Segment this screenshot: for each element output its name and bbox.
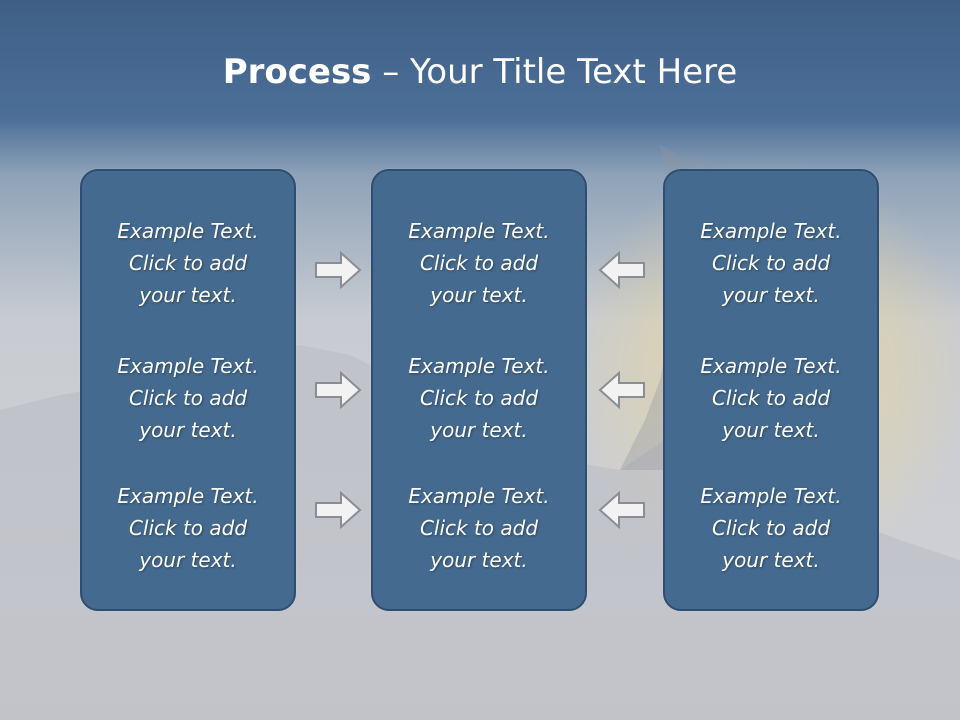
text-line: Click to add [711, 516, 831, 540]
text-block[interactable]: Example Text. Click to add your text. [82, 350, 294, 446]
text-block[interactable]: Example Text. Click to add your text. [373, 480, 585, 576]
right-arrow-icon [315, 490, 362, 530]
text-line: Example Text. [700, 484, 842, 508]
slide-title[interactable]: Process – Your Title Text Here [0, 52, 960, 92]
text-block[interactable]: Example Text. Click to add your text. [373, 350, 585, 446]
text-line: Example Text. [117, 219, 259, 243]
text-line: your text. [430, 283, 528, 307]
panel-right[interactable]: Example Text. Click to add your text. Ex… [663, 169, 879, 611]
text-line: Example Text. [408, 219, 550, 243]
text-line: your text. [139, 548, 237, 572]
title-bar [0, 0, 960, 130]
text-block[interactable]: Example Text. Click to add your text. [82, 215, 294, 311]
title-rest: – Your Title Text Here [371, 52, 738, 92]
text-line: Example Text. [117, 354, 259, 378]
text-line: your text. [722, 418, 820, 442]
left-arrow-icon [598, 490, 645, 530]
text-line: Example Text. [408, 484, 550, 508]
right-arrow-icon [315, 250, 362, 290]
title-bold: Process [222, 52, 372, 92]
text-line: Example Text. [408, 354, 550, 378]
text-line: Example Text. [700, 354, 842, 378]
text-line: your text. [430, 548, 528, 572]
text-block[interactable]: Example Text. Click to add your text. [665, 215, 877, 311]
text-block[interactable]: Example Text. Click to add your text. [373, 215, 585, 311]
text-block[interactable]: Example Text. Click to add your text. [665, 350, 877, 446]
panel-left[interactable]: Example Text. Click to add your text. Ex… [80, 169, 296, 611]
text-line: Click to add [128, 386, 248, 410]
text-line: your text. [139, 418, 237, 442]
text-block[interactable]: Example Text. Click to add your text. [665, 480, 877, 576]
text-line: your text. [722, 548, 820, 572]
text-line: Click to add [419, 516, 539, 540]
text-line: Click to add [419, 386, 539, 410]
panel-center[interactable]: Example Text. Click to add your text. Ex… [371, 169, 587, 611]
text-line: Click to add [128, 516, 248, 540]
text-line: Click to add [711, 386, 831, 410]
text-line: Click to add [419, 251, 539, 275]
text-line: Example Text. [700, 219, 842, 243]
text-line: Click to add [128, 251, 248, 275]
left-arrow-icon [598, 370, 645, 410]
text-line: Example Text. [117, 484, 259, 508]
text-line: your text. [722, 283, 820, 307]
left-arrow-icon [598, 250, 645, 290]
text-line: your text. [430, 418, 528, 442]
text-block[interactable]: Example Text. Click to add your text. [82, 480, 294, 576]
right-arrow-icon [315, 370, 362, 410]
text-line: Click to add [711, 251, 831, 275]
text-line: your text. [139, 283, 237, 307]
